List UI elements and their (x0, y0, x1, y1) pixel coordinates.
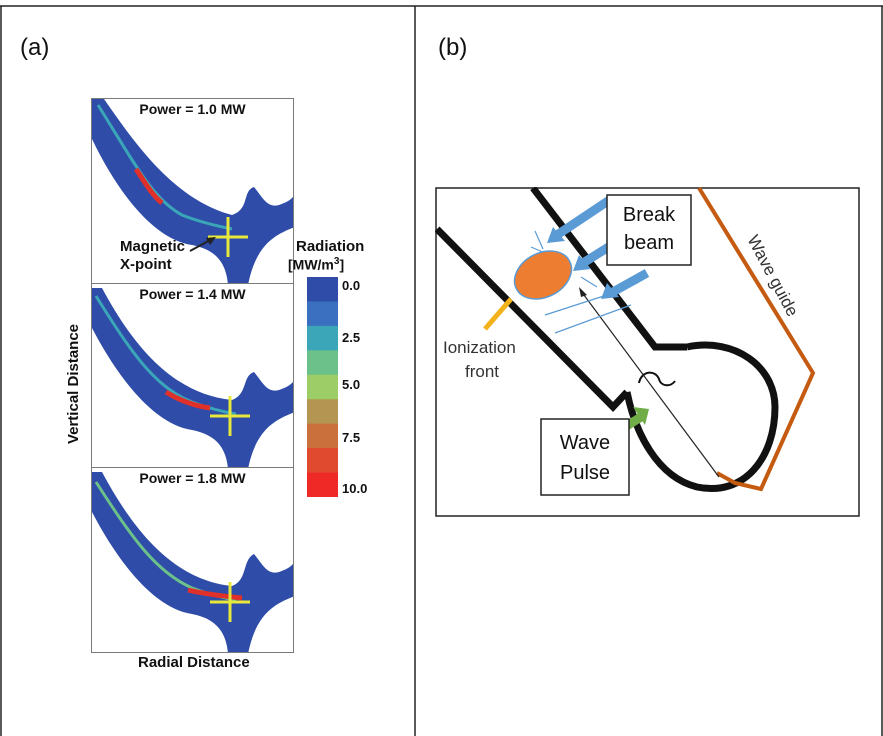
wave-pulse-box (540, 418, 630, 496)
colorbar-band (307, 399, 338, 425)
x-point-pointer-head (206, 237, 216, 245)
colorbar-tick: 2.5 (342, 330, 361, 345)
divertor-map-3 (92, 472, 293, 652)
y-axis-label: Vertical Distance (65, 323, 82, 445)
wave-pulse-arrowhead (633, 407, 649, 425)
colorbar-tick: 7.5 (342, 430, 361, 445)
beam-scatter-1 (534, 230, 544, 250)
wave-pulse-line1: Wave (560, 432, 610, 454)
divertor-separatrix-2 (94, 295, 237, 416)
break-beam-line1: Break (623, 204, 676, 226)
divertor-leg-2 (92, 288, 293, 467)
simulation-plot-2: Power = 1.4 MW (91, 283, 294, 468)
divertor-leg-3 (92, 472, 293, 652)
colorbar-band (307, 277, 338, 302)
break-beam-arrowhead-2 (573, 255, 591, 271)
colorbar-band (307, 350, 338, 376)
break-beam-line2: beam (624, 232, 674, 254)
channel-wall-left (435, 226, 630, 413)
plot-3-title: Power = 1.8 MW (139, 470, 246, 486)
wave-pulse-line2: Pulse (560, 462, 610, 484)
beam-scatter-3 (580, 276, 598, 288)
colorbar-tick: 0.0 (342, 278, 361, 293)
propagation-line (580, 290, 720, 478)
colorbar-band (307, 325, 338, 351)
hot-region-1 (133, 167, 164, 205)
break-beam-box (606, 194, 692, 266)
ionization-front-line2: front (465, 362, 499, 381)
plot-2-title: Power = 1.4 MW (139, 286, 246, 302)
ionized-plasma (513, 250, 573, 300)
colorbar-unit: [MW/m3] (288, 256, 344, 273)
break-beam-arrowhead-1 (547, 227, 565, 243)
colorbar-unit-prefix: [MW/m (288, 256, 334, 273)
colorbar-band (307, 374, 338, 400)
wave-guide (697, 187, 816, 492)
colorbar-tick: 10.0 (342, 481, 368, 496)
colorbar-band (307, 448, 338, 474)
propagation-arrowhead (579, 287, 587, 297)
colorbar-band (307, 423, 338, 449)
simulation-plot-1: Power = 1.0 MW (91, 98, 294, 284)
colorbar-tick: 5.0 (342, 377, 361, 392)
colorbar-band (307, 472, 338, 497)
x-point-label-line1: Magnetic (120, 238, 186, 255)
x-point-label-line2: X-point (120, 256, 172, 273)
x-axis-label: Radial Distance (138, 654, 250, 671)
break-beam-arrow-3 (608, 269, 650, 297)
colorbar (307, 277, 338, 497)
panel-b-label: (b) (438, 34, 468, 61)
resonator-cavity (623, 341, 779, 492)
divertor-map-2 (92, 288, 293, 467)
break-beam-arrow-1 (554, 195, 614, 239)
hot-region-3 (187, 587, 243, 601)
colorbar-unit-suffix: ] (339, 256, 345, 273)
beam-scatter-4 (544, 292, 614, 316)
channel-wall-right (530, 187, 687, 351)
hot-region-2 (164, 389, 211, 411)
divertor-separatrix-1 (96, 104, 233, 231)
plot-1-title: Power = 1.0 MW (139, 101, 246, 117)
colorbar-unit-exponent: 3 (333, 256, 340, 267)
colorbar-band (307, 301, 338, 327)
colorbar-title: Radiation (296, 238, 365, 255)
simulation-plot-3: Power = 1.8 MW (91, 467, 294, 653)
beam-scatter-5 (554, 304, 632, 334)
ionization-front-line1: Ionization (443, 338, 516, 357)
wave-pulse-diagram: Break beam Wave Pulse Ionization front W… (435, 187, 860, 517)
ionization-front-marker (483, 297, 513, 331)
divertor-map-1 (92, 99, 293, 283)
panel-a-label: (a) (20, 34, 50, 61)
